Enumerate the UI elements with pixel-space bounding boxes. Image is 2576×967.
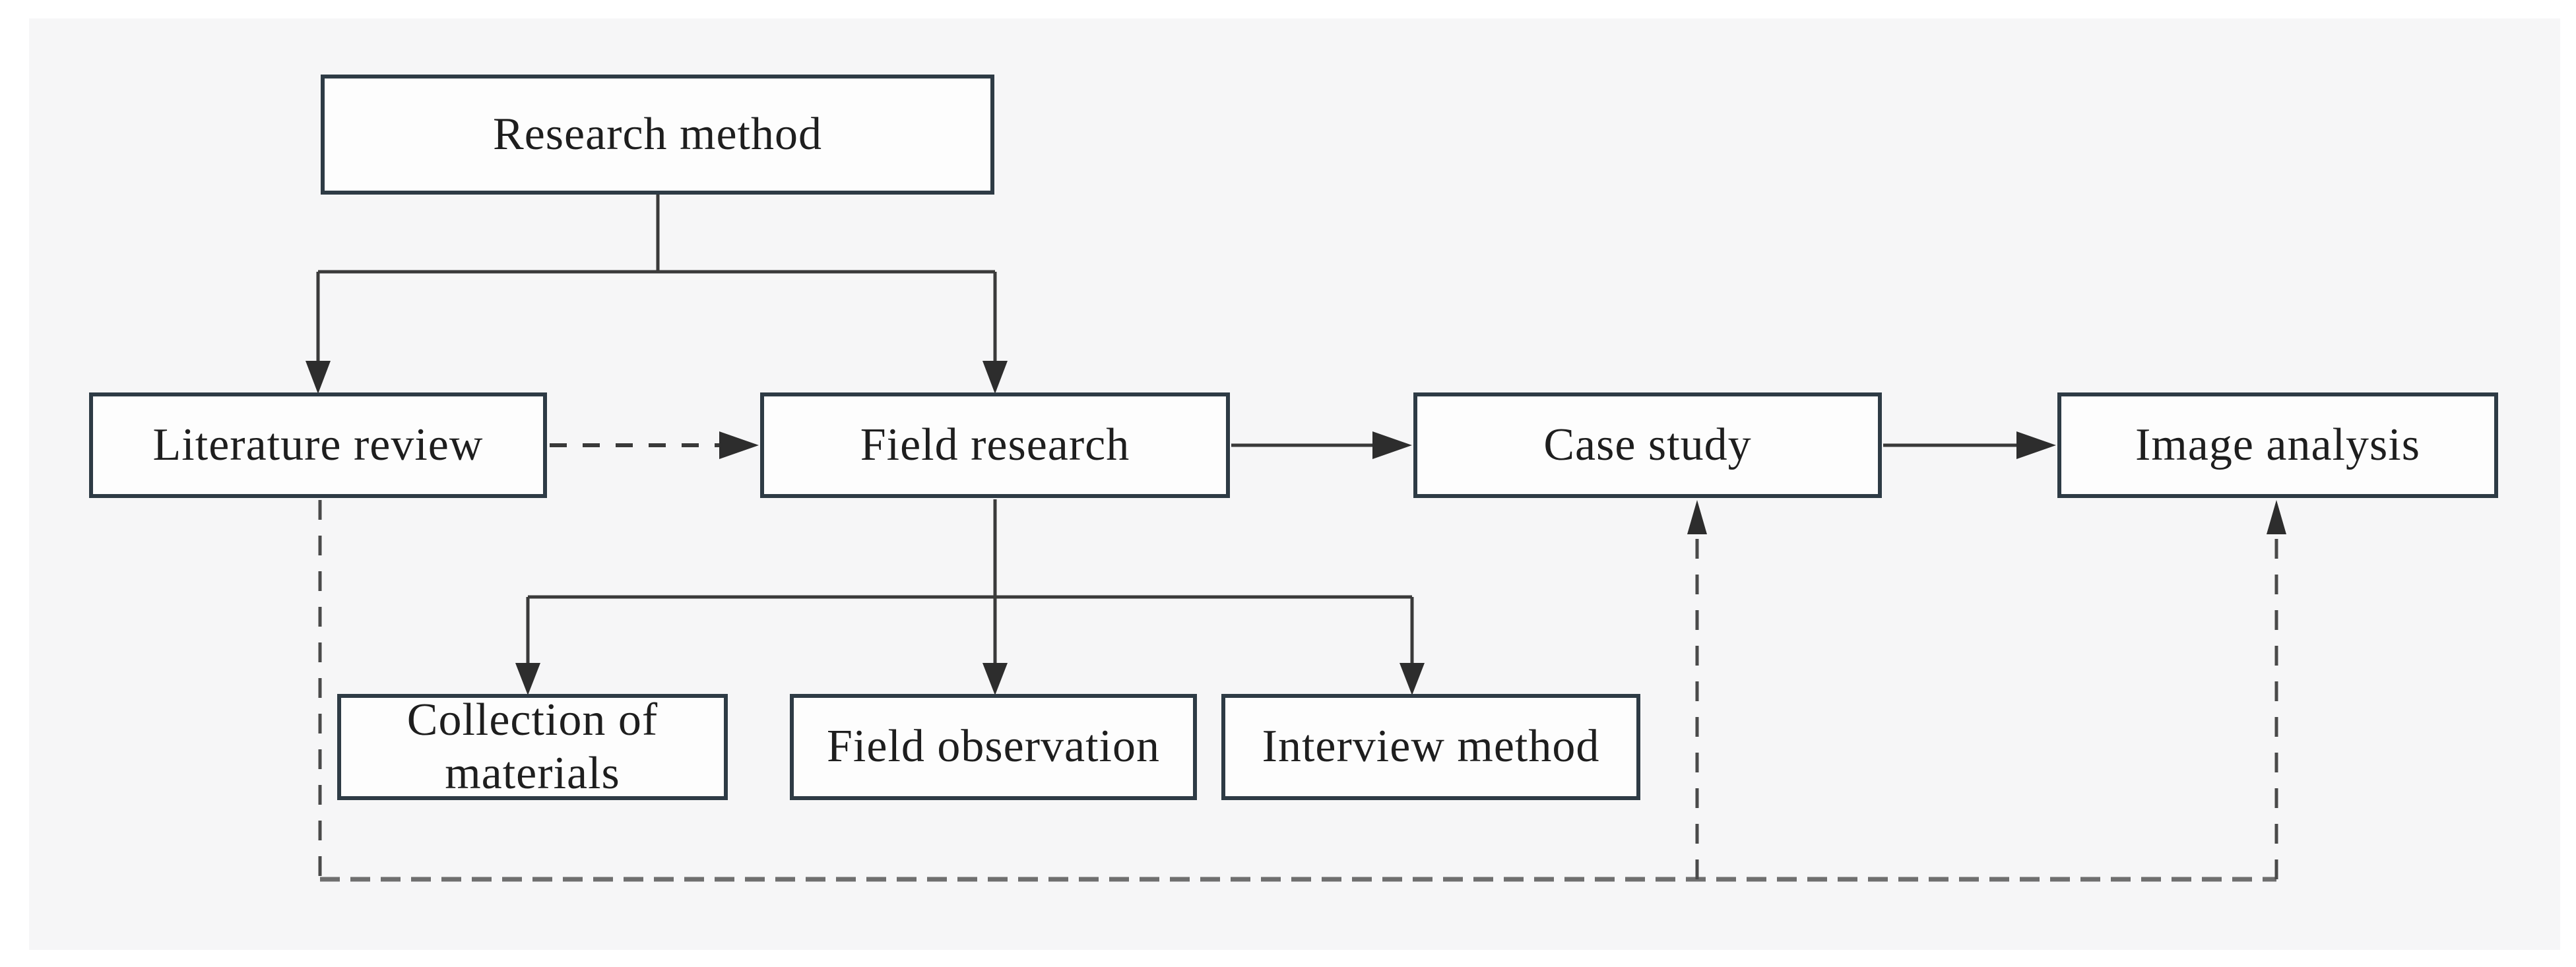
- edge-literaturereview-to-fieldresearch: [550, 431, 759, 459]
- edge-fieldresearch-to-casestudy: [1231, 431, 1412, 459]
- edge-fieldresearch-to-interviewmethod: [1400, 597, 1425, 695]
- node-field-observation: Field observation: [790, 694, 1197, 800]
- edge-feedback-to-imageanalysis: [2267, 500, 2286, 879]
- node-field-research: Field research: [760, 392, 1230, 498]
- node-case-study-label: Case study: [1543, 419, 1752, 470]
- node-research-method-label: Research method: [493, 108, 822, 160]
- node-field-observation-label: Field observation: [827, 721, 1160, 772]
- edge-fieldresearch-branch: [528, 499, 1412, 599]
- edge-fieldresearch-to-collection: [515, 597, 540, 695]
- edge-literaturereview-feedback-rail: [318, 500, 2276, 882]
- node-literature-review-label: Literature review: [152, 419, 484, 470]
- edge-fieldresearch-to-fieldobservation: [982, 597, 1008, 695]
- edge-casestudy-to-imageanalysis: [1883, 431, 2056, 459]
- node-case-study: Case study: [1413, 392, 1882, 498]
- node-literature-review: Literature review: [89, 392, 547, 498]
- node-collection-of-materials: Collection of materials: [337, 694, 728, 800]
- edge-researchmethod-splitter: [318, 195, 995, 274]
- node-image-analysis: Image analysis: [2057, 392, 2498, 498]
- node-field-research-label: Field research: [860, 419, 1130, 470]
- node-collection-of-materials-label: Collection of materials: [406, 695, 659, 799]
- node-interview-method-label: Interview method: [1262, 721, 1600, 772]
- node-interview-method: Interview method: [1221, 694, 1640, 800]
- edge-researchmethod-to-literaturereview: [306, 272, 331, 394]
- node-image-analysis-label: Image analysis: [2135, 419, 2420, 470]
- edge-researchmethod-to-fieldresearch: [982, 272, 1008, 394]
- node-research-method: Research method: [321, 75, 994, 195]
- edge-feedback-to-casestudy: [1687, 500, 1707, 879]
